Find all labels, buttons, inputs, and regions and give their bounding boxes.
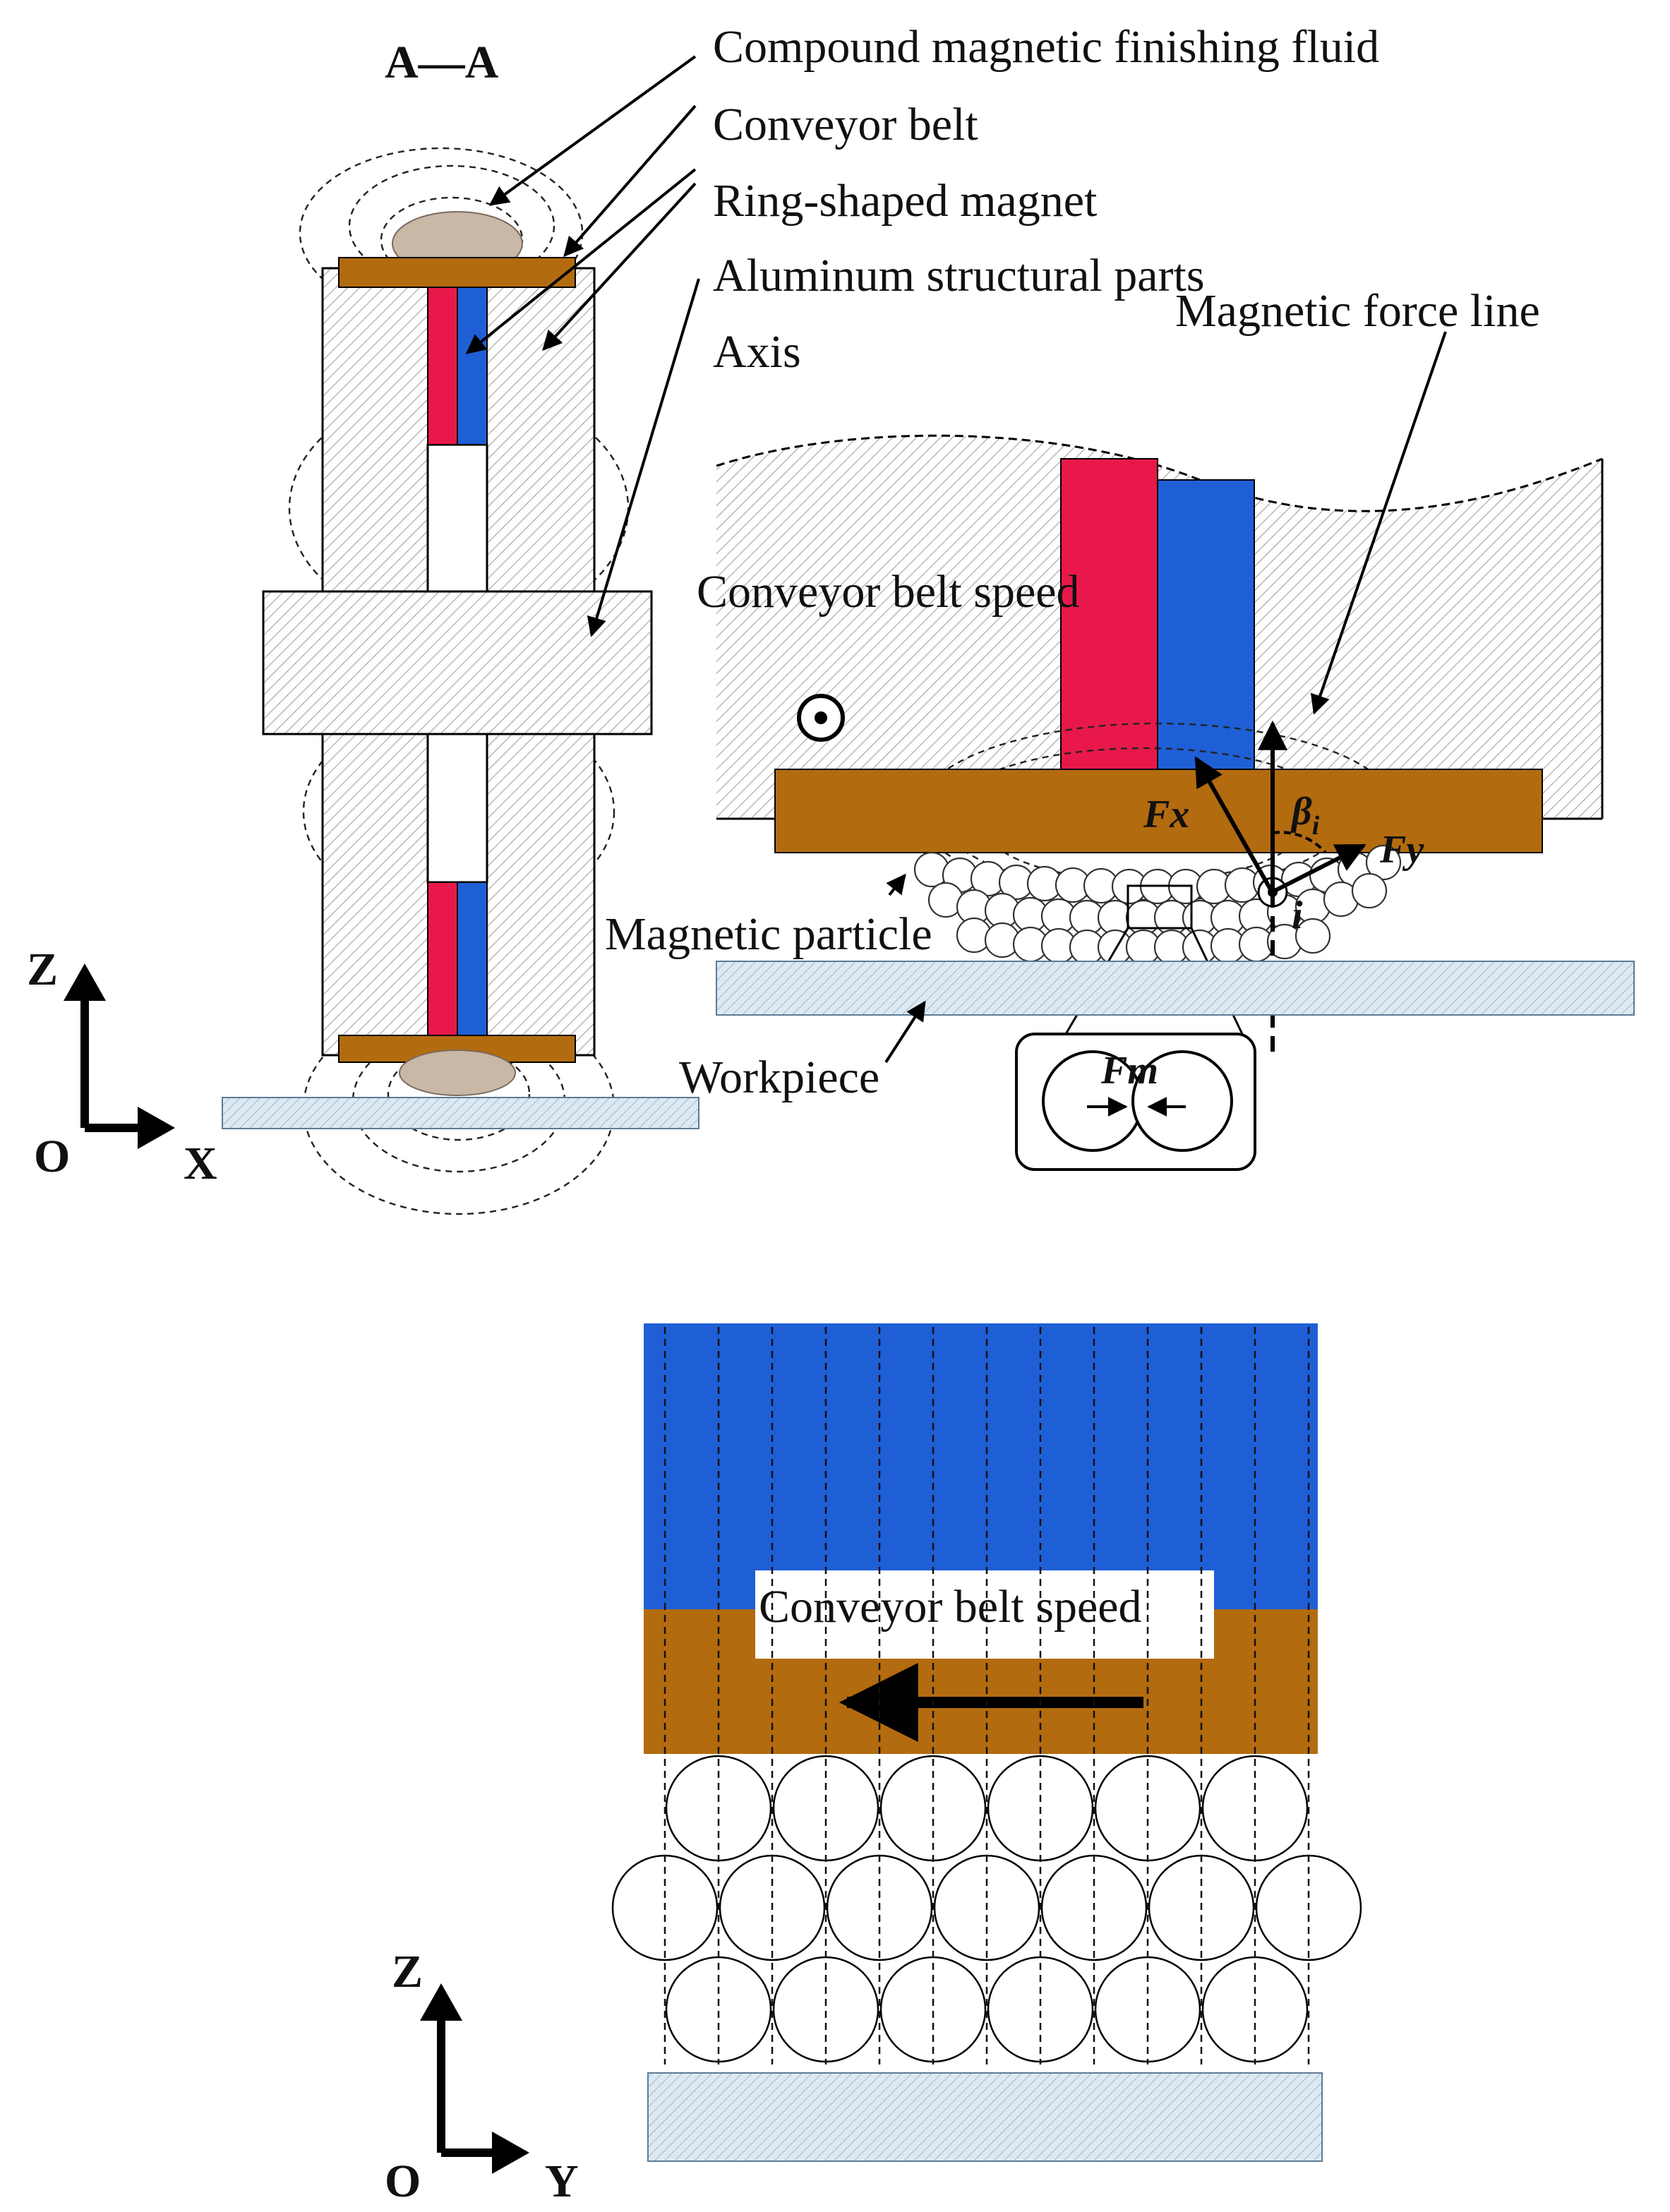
axes-yz — [437, 2004, 508, 2157]
front-view: Conveyor belt speed — [385, 1323, 1362, 2207]
label-axis: Axis — [713, 326, 801, 378]
belt-speed-side-label: Conveyor belt speed — [697, 566, 1080, 618]
axis-origin2-label: O — [385, 2156, 421, 2207]
label-magnet: Ring-shaped magnet — [713, 175, 1097, 227]
belt-upper — [338, 257, 576, 288]
axes-xz — [80, 985, 159, 1132]
label-workpiece: Workpiece — [679, 1052, 879, 1103]
axis-x-label: X — [184, 1138, 217, 1189]
axis-z2-label: Z — [392, 1946, 423, 1997]
axis-y-arrowhead — [492, 2132, 529, 2174]
label-force-line: Magnetic force line — [1175, 285, 1540, 337]
label-particle: Magnetic particle — [605, 908, 932, 960]
section-a-a: A—A Z O X — [27, 37, 700, 1215]
axis-x-arrowhead — [138, 1107, 175, 1149]
force-fx-label: Fx — [1143, 793, 1189, 836]
axis-block — [262, 590, 653, 735]
fluid-lower — [399, 1050, 516, 1096]
magnet-blue-detail — [1157, 479, 1255, 770]
magnet-red-detail — [1060, 458, 1158, 770]
axis-z-label: Z — [27, 944, 58, 995]
label-fluid: Compound magnetic finishing fluid — [713, 21, 1379, 73]
workpiece-left — [222, 1097, 699, 1129]
callout-labels: Compound magnetic finishing fluid Convey… — [605, 21, 1540, 1103]
callout-arrows-left — [465, 55, 700, 637]
axis-origin-label: O — [34, 1131, 70, 1182]
ring-magnet-upper — [427, 285, 488, 445]
belt-detail — [774, 769, 1543, 853]
axis-z-arrowhead — [64, 963, 106, 1001]
detail-view: Fm Fx Fy βi i Conveyor belt speed — [697, 331, 1635, 1171]
label-aluminum: Aluminum structural parts — [713, 250, 1205, 301]
force-lines-front — [663, 1327, 1310, 2064]
angle-beta-label: βi — [1290, 790, 1320, 841]
section-title: A—A — [385, 37, 499, 88]
workpiece-detail — [716, 961, 1635, 1016]
axis-y-label: Y — [545, 2156, 579, 2207]
force-fm-label: Fm — [1100, 1049, 1158, 1093]
label-belt: Conveyor belt — [713, 99, 978, 150]
magnet-blue-front — [644, 1323, 1318, 1609]
force-fx-arrow — [1194, 756, 1273, 891]
ring-magnet-lower — [427, 882, 488, 1038]
particle-i-label: i — [1292, 894, 1303, 937]
belt-speed-front-label: Conveyor belt speed — [759, 1581, 1142, 1633]
workpiece-front — [647, 2072, 1323, 2162]
force-fy-label: Fy — [1379, 828, 1424, 872]
axis-z2-arrowhead — [420, 1983, 462, 2021]
force-fy-arrow — [1273, 843, 1366, 893]
